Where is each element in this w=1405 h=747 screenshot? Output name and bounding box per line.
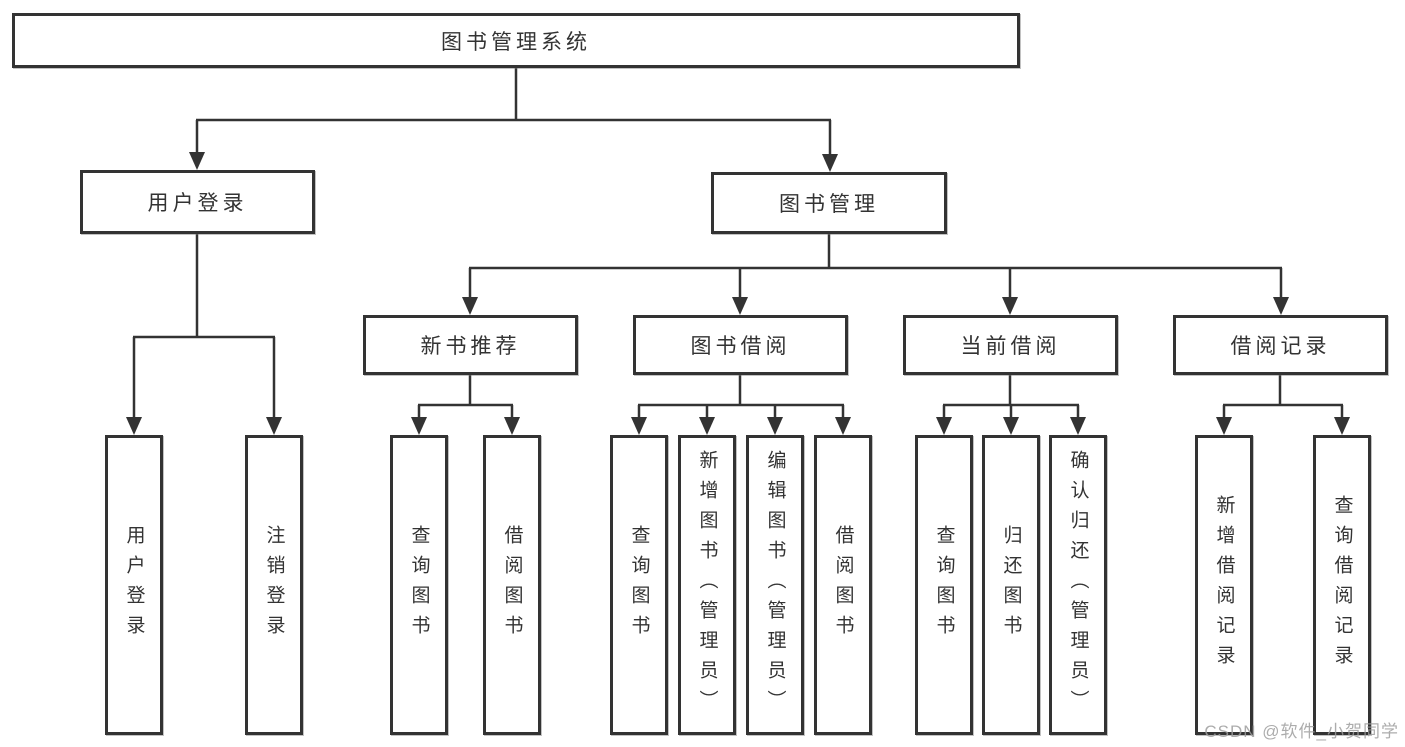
section-book-borrow-label: 图书借阅 bbox=[690, 335, 791, 358]
leaf-nbr-query-books-label: 查询图书 bbox=[408, 525, 430, 645]
leaf-bb-edit-books-admin-label: 编辑图书（管理员） bbox=[764, 450, 786, 720]
leaf-bb-add-books-admin: 新增图书（管理员） bbox=[678, 435, 736, 735]
leaf-cb-return-books-label: 归还图书 bbox=[1000, 525, 1022, 645]
node-root: 图书管理系统 bbox=[12, 13, 1020, 68]
leaf-bb-query-books: 查询图书 bbox=[610, 435, 668, 735]
section-borrow-records: 借阅记录 bbox=[1173, 315, 1388, 375]
leaf-bb-query-books-label: 查询图书 bbox=[628, 525, 650, 645]
branch-book-mgmt: 图书管理 bbox=[711, 172, 947, 234]
node-root-label: 图书管理系统 bbox=[441, 30, 591, 54]
leaf-cb-confirm-return-admin-label: 确认归还（管理员） bbox=[1067, 450, 1089, 720]
leaf-bb-borrow-books: 借阅图书 bbox=[814, 435, 872, 735]
section-new-book-recommend: 新书推荐 bbox=[363, 315, 578, 375]
leaf-nbr-borrow-books: 借阅图书 bbox=[483, 435, 541, 735]
leaf-user-login-label: 用户登录 bbox=[123, 525, 145, 645]
leaf-logout: 注销登录 bbox=[245, 435, 303, 735]
leaf-br-add-record-label: 新增借阅记录 bbox=[1213, 495, 1235, 675]
leaf-br-query-record-label: 查询借阅记录 bbox=[1331, 495, 1353, 675]
section-new-book-recommend-label: 新书推荐 bbox=[420, 335, 521, 358]
leaf-cb-confirm-return-admin: 确认归还（管理员） bbox=[1049, 435, 1107, 735]
branch-book-mgmt-label: 图书管理 bbox=[779, 193, 879, 216]
section-book-borrow: 图书借阅 bbox=[633, 315, 848, 375]
leaf-nbr-borrow-books-label: 借阅图书 bbox=[501, 525, 523, 645]
leaf-cb-query-books: 查询图书 bbox=[915, 435, 973, 735]
branch-user-login-label: 用户登录 bbox=[147, 192, 248, 215]
leaf-nbr-query-books: 查询图书 bbox=[390, 435, 448, 735]
leaf-cb-query-books-label: 查询图书 bbox=[933, 525, 955, 645]
csdn-watermark: CSDN @软件_小贺同学 bbox=[1204, 722, 1399, 741]
leaf-bb-add-books-admin-label: 新增图书（管理员） bbox=[696, 450, 718, 720]
section-borrow-records-label: 借阅记录 bbox=[1230, 335, 1331, 358]
branch-user-login: 用户登录 bbox=[80, 170, 315, 234]
leaf-bb-edit-books-admin: 编辑图书（管理员） bbox=[746, 435, 804, 735]
leaf-user-login: 用户登录 bbox=[105, 435, 163, 735]
section-current-borrow-label: 当前借阅 bbox=[960, 335, 1061, 358]
leaf-cb-return-books: 归还图书 bbox=[982, 435, 1040, 735]
leaf-logout-label: 注销登录 bbox=[263, 525, 285, 645]
leaf-bb-borrow-books-label: 借阅图书 bbox=[832, 525, 854, 645]
section-current-borrow: 当前借阅 bbox=[903, 315, 1118, 375]
leaf-br-query-record: 查询借阅记录 bbox=[1313, 435, 1371, 735]
leaf-br-add-record: 新增借阅记录 bbox=[1195, 435, 1253, 735]
